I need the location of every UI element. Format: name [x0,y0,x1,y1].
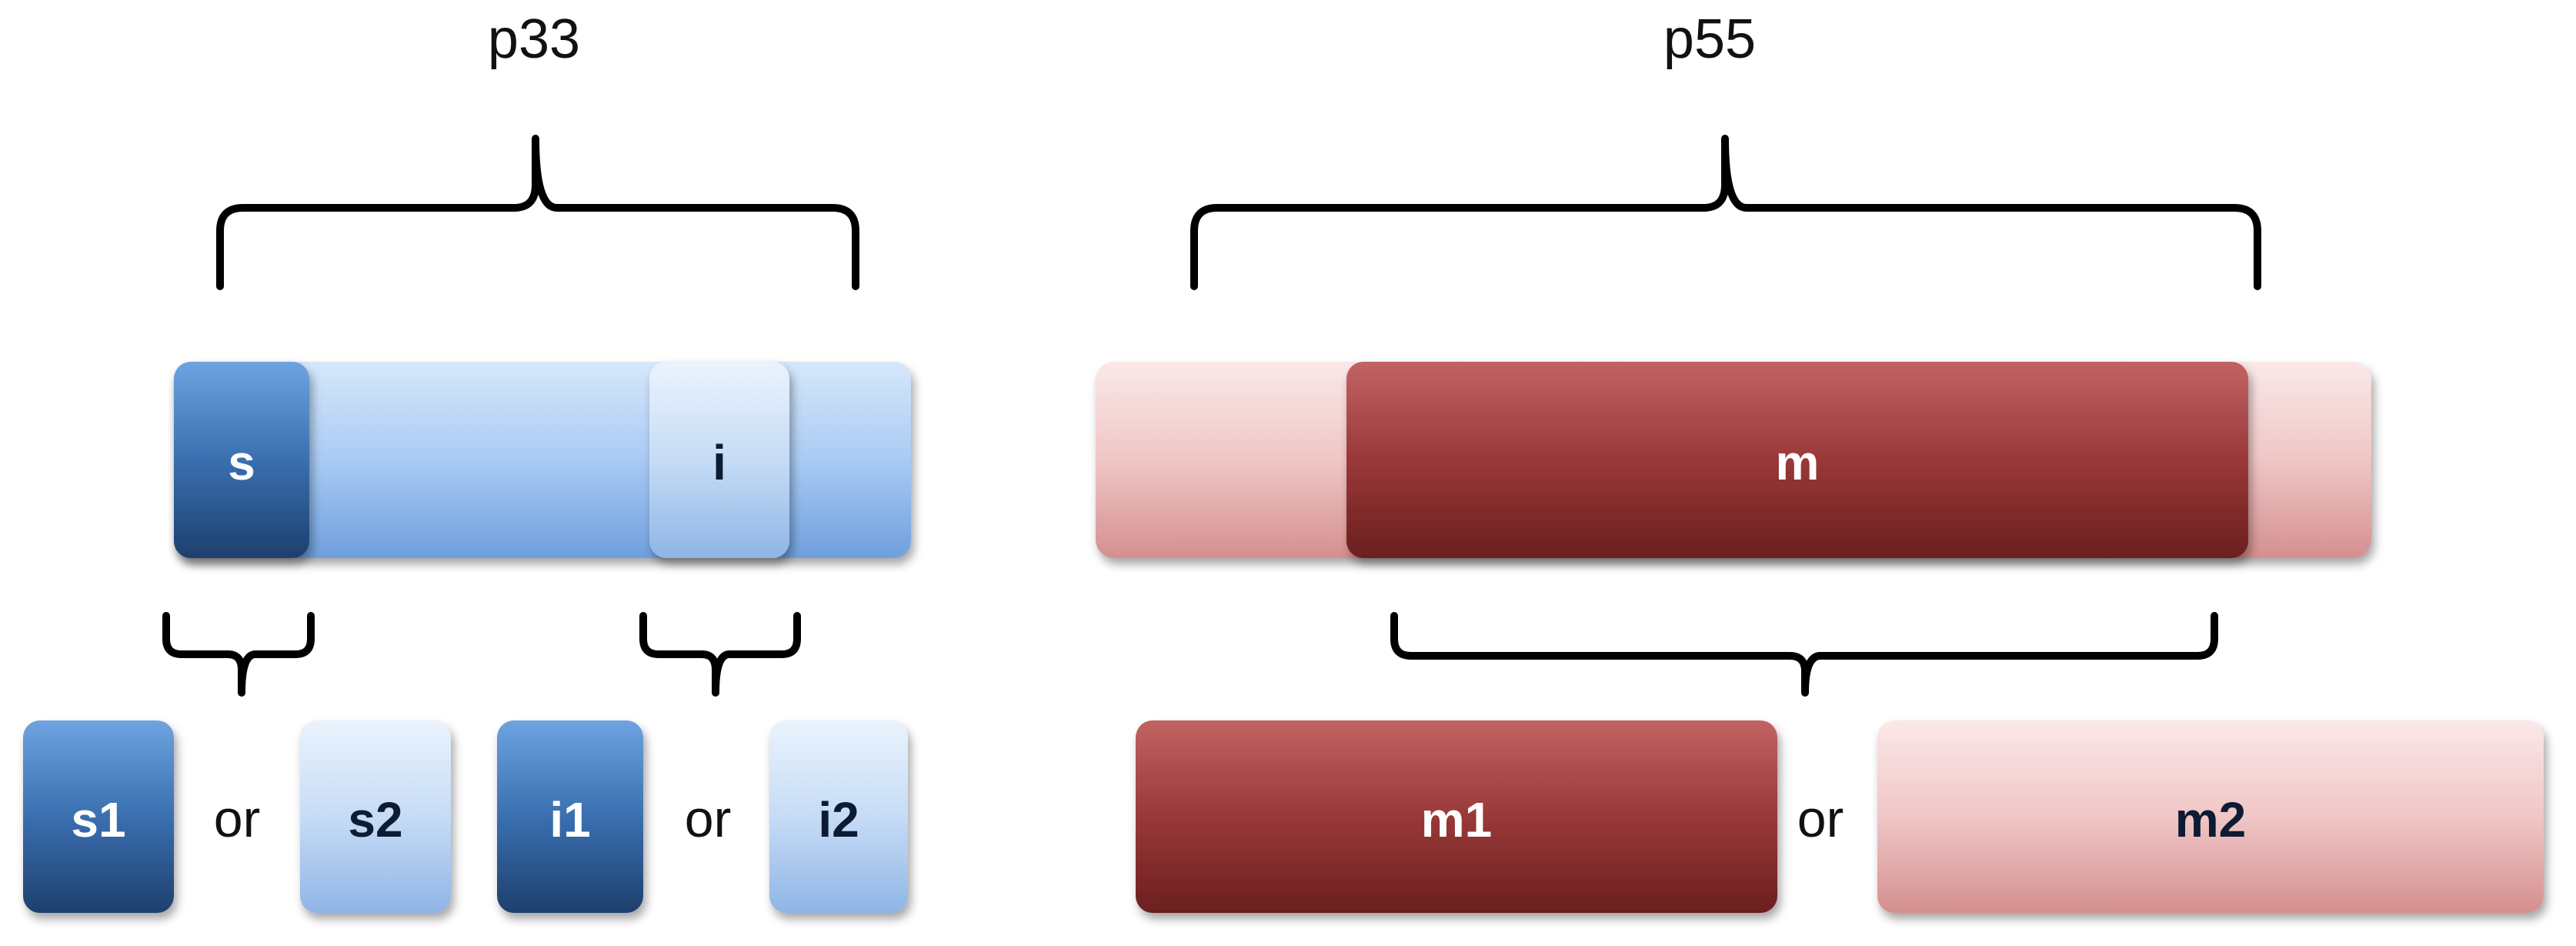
p33-top-brace [216,135,859,290]
variant-i1: i1 [497,720,643,913]
i2-block [769,720,908,913]
or-label-s: or [214,790,260,848]
s1-block [23,720,174,913]
m2-block [1877,720,2544,913]
m2-label: m2 [2175,792,2247,847]
p33-s-label: s [228,435,255,490]
s1-label: s1 [71,792,125,847]
p55-m-segment [1346,362,2248,558]
s2-label: s2 [348,792,402,847]
m1-label: m1 [1421,792,1493,847]
p55-bar: m [1096,362,2371,558]
i-region-brace [639,612,801,697]
or-label-m: or [1797,790,1844,848]
i1-block [497,720,643,913]
p33-title: p33 [488,8,580,70]
m1-block [1136,720,1777,913]
variant-s2: s2 [300,720,451,913]
i1-label: i1 [549,792,590,847]
variant-i2: i2 [769,720,908,913]
p55-title: p55 [1663,8,1756,70]
or-label-i: or [685,790,731,848]
p55-top-brace [1190,135,2261,290]
variant-m2: m2 [1877,720,2544,913]
p33-i-segment [649,362,789,558]
s-region-brace [162,612,315,697]
p33-bar: s i [174,362,911,558]
s2-block [300,720,451,913]
p55-m-label: m [1776,435,1820,490]
i2-label: i2 [818,792,859,847]
p33-s-segment [174,362,309,558]
variant-m1: m1 [1136,720,1777,913]
m-region-brace [1390,612,2218,697]
variant-s1: s1 [23,720,174,913]
p33-i-label: i [712,435,726,490]
